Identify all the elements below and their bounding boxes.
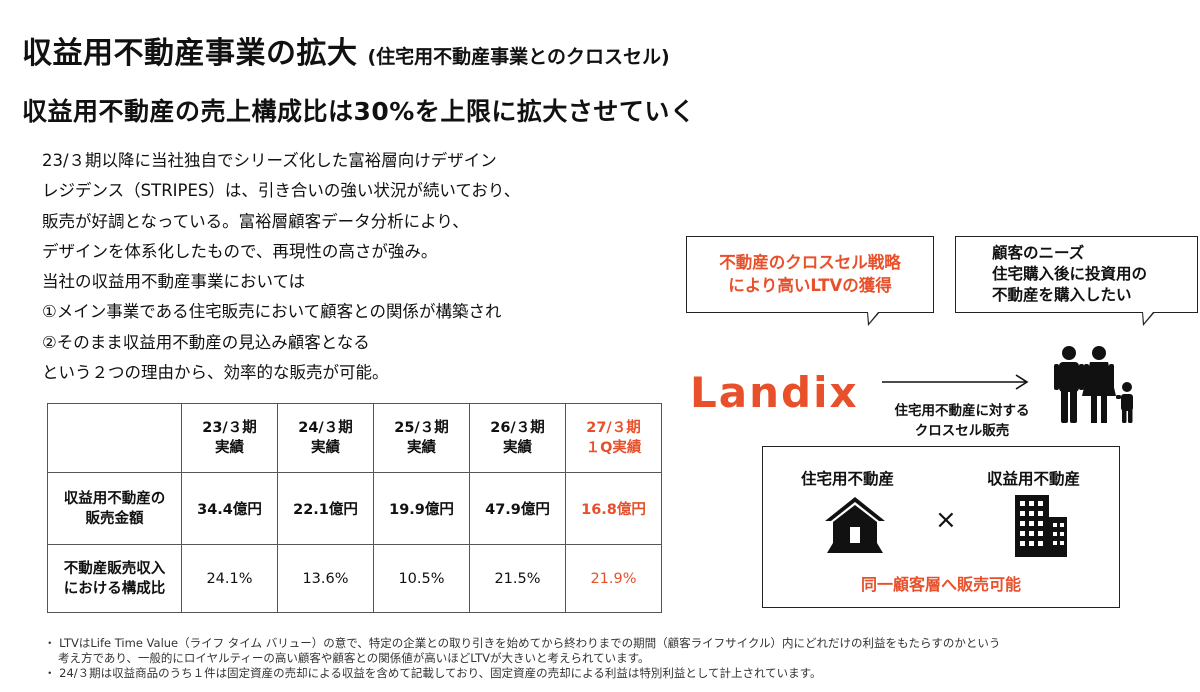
callout-line: 顧客のニーズ: [992, 244, 1085, 262]
header-period: 26/３期: [490, 420, 545, 436]
company-logo: Landix: [690, 368, 859, 417]
page-title-sub: (住宅用不動産事業とのクロスセル): [367, 46, 670, 68]
callout-line: 不動産のクロスセル戦略: [719, 253, 901, 272]
footnote-line: ・ 24/３期は収益商品のうち１件は固定資産の売却による収益を含めて記載しており…: [44, 666, 822, 680]
header-period: 27/３期: [586, 420, 641, 436]
same-customer-label: 同一顧客層へ販売可能: [860, 575, 1021, 594]
table-row: 不動産販売収入における構成比 24.1% 13.6% 10.5% 21.5% 2…: [47, 544, 662, 613]
table-header-cell: 25/３期実績: [373, 403, 470, 473]
table-cell: 19.9億円: [373, 472, 470, 545]
body-line: レジデンス（STRIPES）は、引き合いの強い状況が続いており、: [42, 181, 521, 201]
table-row: 収益用不動産の販売金額 34.4億円 22.1億円 19.9億円 47.9億円 …: [47, 472, 662, 545]
callout-line: 住宅購入後に投資用の: [992, 265, 1148, 283]
sales-table: 23/３期実績 24/３期実績 25/３期実績 26/３期実績 27/３期 １Q実…: [47, 403, 662, 613]
house-icon: [825, 497, 885, 553]
footnote-line: 考え方であり、一般的にロイヤルティーの高い顧客や顧客との関係値が高いほどLTVが…: [58, 651, 650, 665]
table-cell: 21.5%: [469, 544, 566, 613]
body-line: デザインを体系化したもので、再現性の高さが強み。: [42, 241, 438, 261]
header-kind: 実績: [407, 440, 436, 456]
row-label-line: における構成比: [63, 580, 166, 597]
page-title-main: 収益用不動産事業の拡大: [22, 36, 358, 71]
table-header-cell-highlight: 27/３期 １Q実績: [565, 403, 662, 473]
family-icon: [1054, 346, 1133, 423]
row-label-line: 販売金額: [85, 510, 144, 527]
footnotes: ・ LTVはLife Time Value（ライフ タイム バリュー）の意で、特…: [44, 636, 1000, 681]
table-header-cell: 26/３期実績: [469, 403, 566, 473]
body-line: ①メイン事業である住宅販売において顧客との関係が構築され: [42, 302, 502, 322]
page-subtitle: 収益用不動産の売上構成比は30%を上限に拡大させていく: [22, 97, 696, 126]
body-line: 当社の収益用不動産事業においては: [42, 272, 306, 292]
table-cell: 34.4億円: [181, 472, 278, 545]
row-label: 収益用不動産の販売金額: [47, 472, 182, 545]
body-line: という２つの理由から、効率的な販売が可能。: [42, 363, 389, 383]
table-cell: 13.6%: [277, 544, 374, 613]
body-paragraph: 23/３期以降に当社独自でシリーズ化した富裕層向けデザイン レジデンス（STRI…: [42, 146, 520, 388]
right-arrow-icon: [882, 374, 1029, 390]
income-property-label: 収益用不動産: [987, 470, 1081, 488]
body-line: 23/３期以降に当社独自でシリーズ化した富裕層向けデザイン: [42, 151, 497, 170]
table-header-row: 23/３期実績 24/３期実績 25/３期実績 26/３期実績 27/３期 １Q実…: [47, 403, 662, 473]
cross-sell-label: 住宅用不動産に対する クロスセル販売: [872, 401, 1052, 441]
table-cell: 22.1億円: [277, 472, 374, 545]
body-line: 販売が好調となっている。富裕層顧客データ分析により、: [42, 211, 469, 231]
arrow-label-line: 住宅用不動産に対する: [894, 403, 1030, 419]
building-icon: [1015, 495, 1067, 557]
table-cell-highlight: 16.8億円: [565, 472, 662, 545]
strategy-callout: 不動産のクロスセル戦略 により高いLTVの獲得: [686, 236, 934, 326]
header-period: 24/３期: [298, 420, 353, 436]
residential-label: 住宅用不動産: [801, 470, 895, 488]
body-line: ②そのまま収益用不動産の見込み顧客となる: [42, 332, 370, 352]
row-label-line: 収益用不動産の: [63, 490, 166, 507]
header-kind: 実績: [311, 440, 340, 456]
callout-tail-fill: [1143, 312, 1153, 323]
callout-line: により高いLTVの獲得: [728, 276, 892, 295]
table-header-cell: 24/３期実績: [277, 403, 374, 473]
cross-sell-box: 住宅用不動産 収益用不動産 × 同一顧客層へ販売可能: [762, 446, 1120, 608]
table-cell: 10.5%: [373, 544, 470, 613]
row-label-line: 不動産販売収入: [63, 560, 166, 577]
table-cell: 47.9億円: [469, 472, 566, 545]
footnote-line: ・ LTVはLife Time Value（ライフ タイム バリュー）の意で、特…: [44, 636, 1001, 650]
table-cell-highlight: 21.9%: [565, 544, 662, 613]
header-period: 23/３期: [202, 420, 257, 436]
page-title: 収益用不動産事業の拡大 (住宅用不動産事業とのクロスセル): [22, 28, 670, 72]
table-corner-cell: [47, 403, 182, 473]
header-period: 25/３期: [394, 420, 449, 436]
table-cell: 24.1%: [181, 544, 278, 613]
times-symbol: ×: [935, 505, 957, 535]
callout-line: 不動産を購入したい: [992, 286, 1132, 304]
table-header-cell: 23/３期実績: [181, 403, 278, 473]
header-kind: 実績: [215, 440, 244, 456]
header-kind: 実績: [503, 440, 532, 456]
customer-needs-callout: 顧客のニーズ 住宅購入後に投資用の 不動産を購入したい: [955, 236, 1198, 326]
row-label: 不動産販売収入における構成比: [47, 544, 182, 613]
callout-tail-fill: [868, 312, 878, 323]
arrow-label-line: クロスセル販売: [914, 423, 1010, 439]
header-kind: １Q実績: [585, 440, 642, 456]
